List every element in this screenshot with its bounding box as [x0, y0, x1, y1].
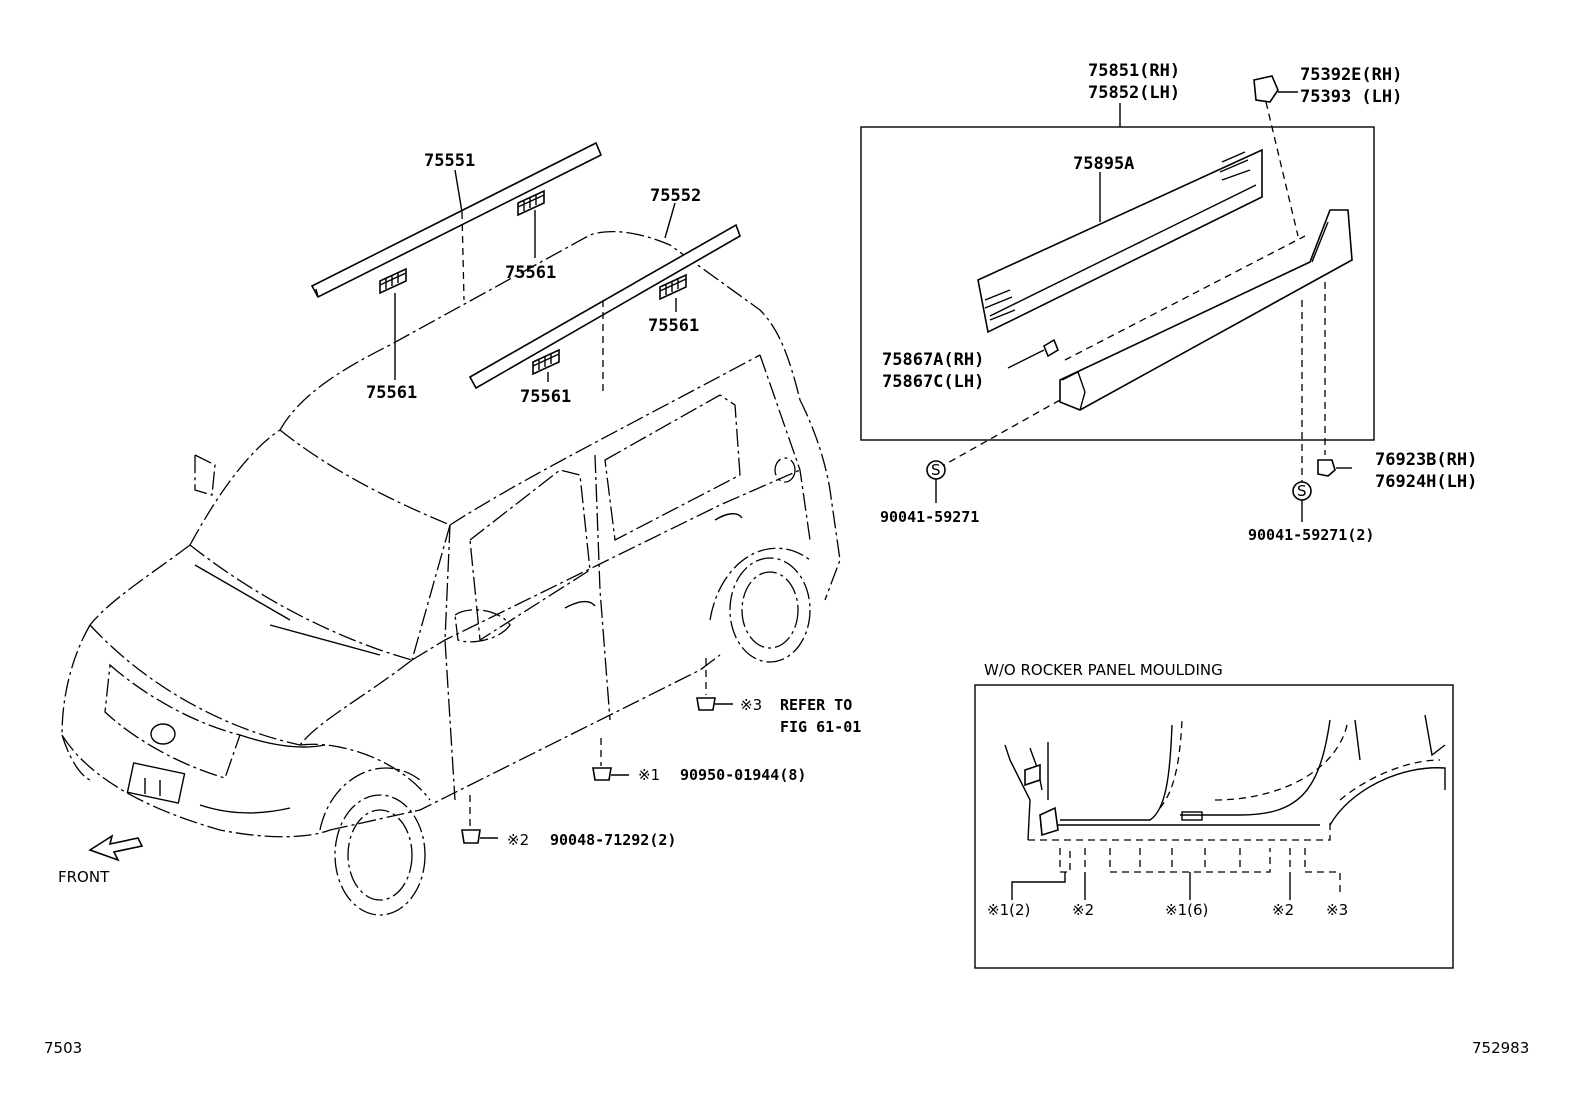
- label-75551: 75551: [424, 151, 475, 171]
- label-75561-c: 75561: [648, 316, 699, 336]
- label-75867A: 75867A(RH): [882, 350, 984, 370]
- inset-mark-1-2: ※1(2): [987, 901, 1030, 919]
- roof-moulding-75552: [468, 223, 741, 390]
- label-90041-59271: 90041-59271: [880, 508, 979, 526]
- inset-mark-1-6: ※1(6): [1165, 901, 1208, 919]
- label-76923B: 76923B(RH): [1375, 450, 1477, 470]
- label-75552: 75552: [650, 186, 701, 206]
- label-75852: 75852(LH): [1088, 83, 1180, 103]
- roof-moulding-75551: [310, 141, 603, 299]
- label-75851: 75851(RH): [1088, 61, 1180, 81]
- refer-to-line2: FIG 61-01: [780, 718, 861, 736]
- clip-note-1: ※1 90950-01944(8): [592, 738, 806, 784]
- mark-2: ※2: [507, 831, 529, 849]
- screw-symbol-b: S: [1297, 482, 1307, 500]
- label-75561-a: 75561: [505, 263, 556, 283]
- roof-leader-lines: [394, 169, 677, 395]
- inset-title: W/O ROCKER PANEL MOULDING: [984, 661, 1223, 679]
- inset-mark-2-a: ※2: [1072, 901, 1094, 919]
- clip-90048-71292: 90048-71292(2): [550, 831, 676, 849]
- footer-left-code: 7503: [44, 1039, 82, 1057]
- clip-note-2: ※2 90048-71292(2): [461, 795, 676, 849]
- screw-90041-b: S: [1292, 300, 1312, 522]
- mark-3: ※3: [740, 696, 762, 714]
- label-75393: 75393 (LH): [1300, 87, 1402, 107]
- car-body-outline: [61, 230, 841, 916]
- footer-right-code: 752983: [1472, 1039, 1529, 1057]
- clip-75561-c: [659, 273, 687, 301]
- rocker-moulding-assembly: 75851(RH) 75852(LH) 75895A 75867A(RH) 75…: [860, 61, 1375, 441]
- front-label: FRONT: [58, 868, 110, 886]
- screw-90041-a: S: [926, 399, 1061, 503]
- label-75392E: 75392E(RH): [1300, 65, 1402, 85]
- clip-75561-a: [517, 189, 545, 217]
- label-75561-d: 75561: [520, 387, 571, 407]
- screw-symbol-a: S: [931, 461, 941, 479]
- clip-75561-b: [379, 267, 407, 295]
- inset-mark-3: ※3: [1326, 901, 1348, 919]
- refer-to-line1: REFER TO: [780, 696, 852, 714]
- inset-panel: ※1(2) ※2 ※1(6) ※2 ※3: [974, 684, 1454, 969]
- mark-1: ※1: [638, 766, 660, 784]
- label-90041-59271-2: 90041-59271(2): [1248, 526, 1374, 544]
- inset-mark-2-b: ※2: [1272, 901, 1294, 919]
- front-arrow-icon: [88, 834, 144, 862]
- label-75867C: 75867C(LH): [882, 372, 984, 392]
- label-76924H: 76924H(LH): [1375, 472, 1477, 492]
- nut-76923B: [1317, 282, 1352, 477]
- label-75895A: 75895A: [1073, 154, 1134, 174]
- clip-90950-01944: 90950-01944(8): [680, 766, 806, 784]
- clip-note-3: ※3 REFER TO FIG 61-01: [696, 658, 861, 736]
- label-75561-b: 75561: [366, 383, 417, 403]
- clip-75561-d: [532, 348, 560, 376]
- clip-75392E: [1253, 75, 1299, 237]
- rocker-assembly-frame: [860, 126, 1375, 441]
